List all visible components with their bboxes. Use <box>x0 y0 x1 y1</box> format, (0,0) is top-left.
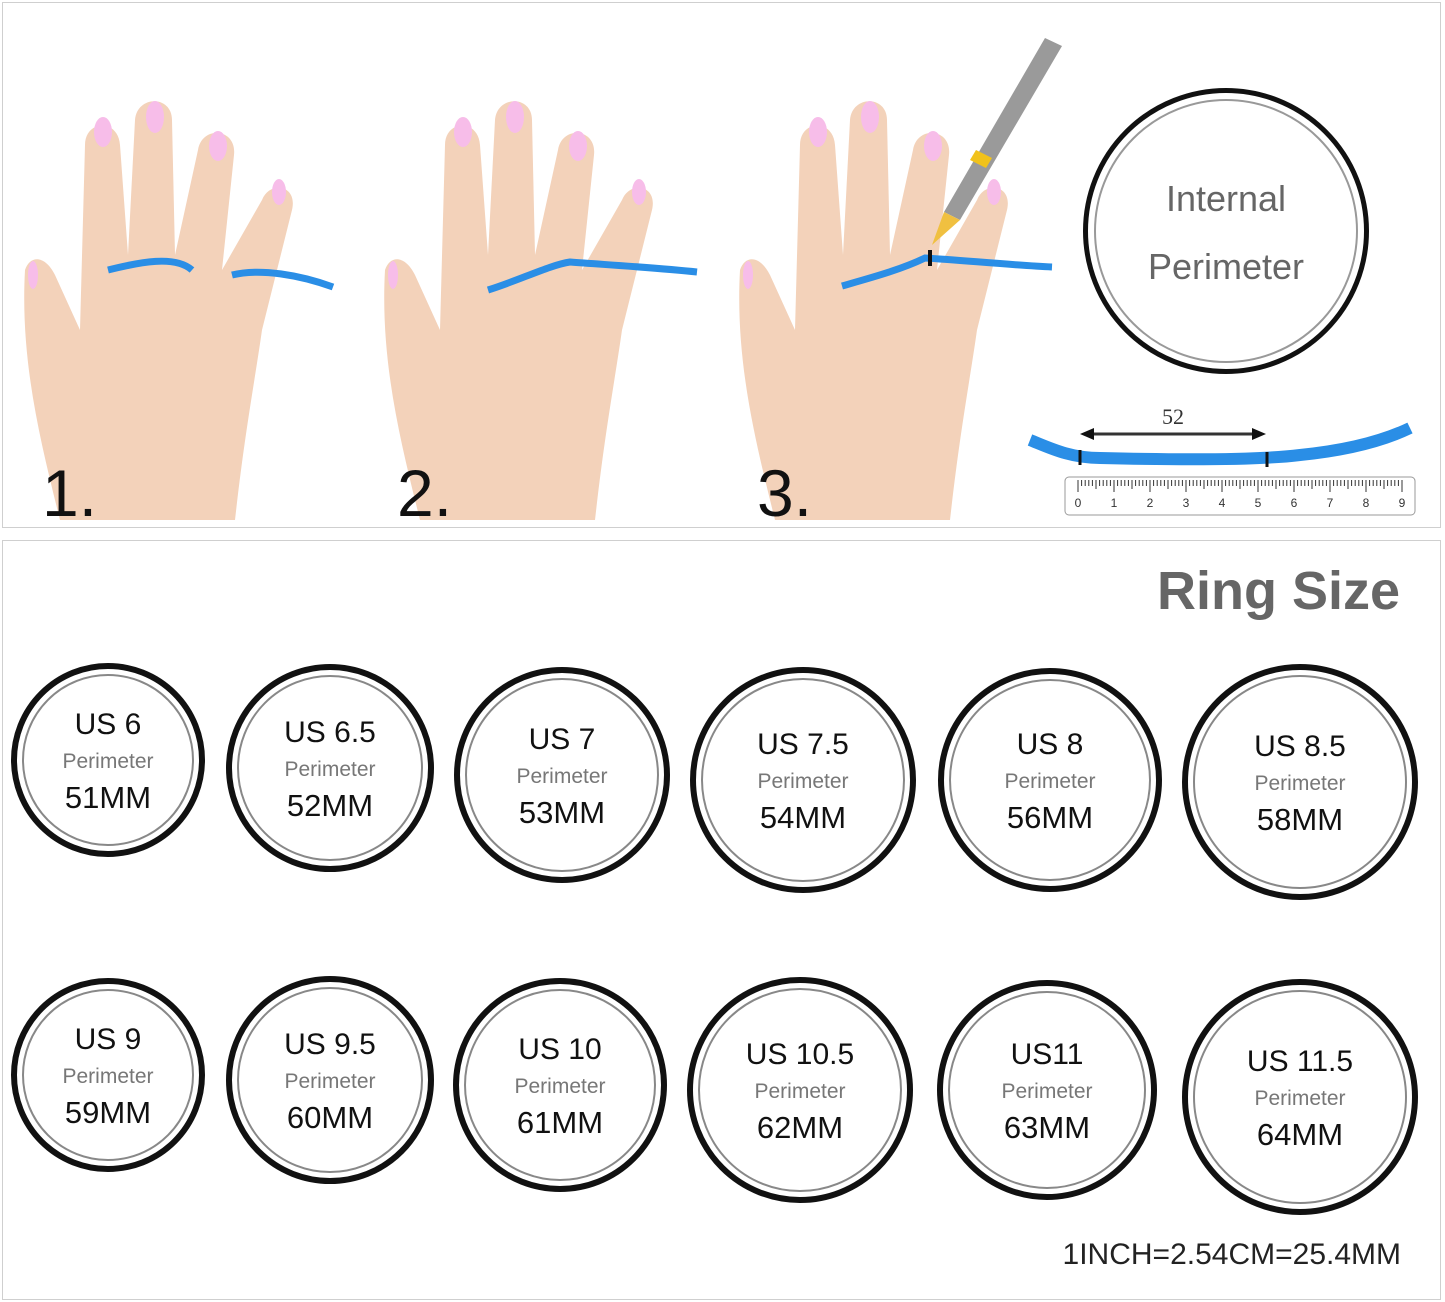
us-size-label: US 10 <box>518 1033 602 1066</box>
ring-size-circle: US11 Perimeter 63MM <box>937 980 1157 1200</box>
perimeter-label: Perimeter <box>514 1075 606 1098</box>
us-size-label: US 6.5 <box>284 716 376 749</box>
ruler-tick-label: 8 <box>1363 496 1370 510</box>
perimeter-label: Perimeter <box>1004 770 1096 793</box>
perimeter-label: Perimeter <box>62 750 154 773</box>
ruler-tick-label: 2 <box>1147 496 1154 510</box>
ruler-tick-label: 4 <box>1219 496 1226 510</box>
page-title: Ring Size <box>1156 561 1400 621</box>
ruler-tick-label: 9 <box>1399 496 1406 510</box>
ring-size-circle: US 6 Perimeter 51MM <box>11 663 205 857</box>
ruler <box>1064 476 1416 516</box>
perimeter-label: Perimeter <box>757 770 849 793</box>
internal-label: Internal <box>1165 178 1287 219</box>
ring-size-panel <box>2 540 1441 1300</box>
us-size-label: US 10.5 <box>745 1038 855 1071</box>
ruler-tick-label: 3 <box>1183 496 1190 510</box>
pen-icon <box>928 38 1062 266</box>
perimeter-mm: 64MM <box>1256 1117 1344 1152</box>
ruler-tick-label: 0 <box>1075 496 1082 510</box>
us-size-label: US11 <box>1010 1038 1084 1071</box>
perimeter-mm: 60MM <box>286 1100 374 1135</box>
step-3-label: 3. <box>757 456 813 530</box>
hands-illustration: 0 1 2 3 4 5 6 7 8 9 52 <box>24 38 1416 520</box>
tape-step-1 <box>107 257 335 291</box>
perimeter-mm: 58MM <box>1256 802 1344 837</box>
us-size-label: US 6 <box>74 708 142 741</box>
perimeter-mm: 52MM <box>286 788 374 823</box>
us-size-label: US 8.5 <box>1254 730 1346 763</box>
perimeter-mm: 56MM <box>1006 800 1094 835</box>
us-size-label: US 7 <box>528 723 596 756</box>
ring-size-circle: US 11.5 Perimeter 64MM <box>1182 979 1418 1215</box>
tape-measurement: 0 1 2 3 4 5 6 7 8 9 52 <box>1027 404 1416 516</box>
perimeter-label: Perimeter <box>284 758 376 781</box>
us-size-label: US 7.5 <box>757 728 849 761</box>
ring-size-circle: US 9 Perimeter 59MM <box>11 978 205 1172</box>
ring-size-circle: US 8 Perimeter 56MM <box>938 668 1162 892</box>
perimeter-label: Perimeter <box>1254 1087 1346 1110</box>
perimeter-mm: 51MM <box>64 780 152 815</box>
perimeter-mm: 62MM <box>756 1110 844 1145</box>
ring-size-circle: US 8.5 Perimeter 58MM <box>1182 664 1418 900</box>
measurement-value: 52 <box>1162 404 1184 429</box>
ruler-tick-label: 5 <box>1255 496 1262 510</box>
perimeter-label: Perimeter <box>284 1070 376 1093</box>
perimeter-mm: 63MM <box>1003 1110 1091 1145</box>
perimeter-label: Perimeter <box>754 1080 846 1103</box>
tape-step-2 <box>486 258 698 294</box>
ring-size-circle: US 7 Perimeter 53MM <box>454 667 670 883</box>
ring-size-circle: US 9.5 Perimeter 60MM <box>226 976 434 1184</box>
step-2-label: 2. <box>397 456 453 530</box>
hand-step-2 <box>384 101 698 520</box>
conversion-note: 1INCH=2.54CM=25.4MM <box>1062 1238 1401 1271</box>
ruler-tick-label: 1 <box>1111 496 1118 510</box>
step-1-label: 1. <box>42 456 98 530</box>
us-size-label: US 9.5 <box>284 1028 376 1061</box>
perimeter-label: Perimeter <box>62 1065 154 1088</box>
us-size-label: US 9 <box>74 1023 142 1056</box>
perimeter-mm: 59MM <box>64 1095 152 1130</box>
perimeter-label: Perimeter <box>1001 1080 1093 1103</box>
internal-perimeter-circle: Internal Perimeter <box>1083 88 1369 374</box>
perimeter-label: Perimeter <box>516 765 608 788</box>
perimeter-mm: 53MM <box>518 795 606 830</box>
ring-size-circle: US 10 Perimeter 61MM <box>453 978 667 1192</box>
perimeter-label: Perimeter <box>1254 772 1346 795</box>
us-size-label: US 8 <box>1016 728 1084 761</box>
perimeter-label: Perimeter <box>1147 246 1305 287</box>
us-size-label: US 11.5 <box>1246 1045 1354 1078</box>
hand-step-3 <box>739 38 1062 520</box>
ring-size-circle: US 10.5 Perimeter 62MM <box>687 977 913 1203</box>
tape-step-3 <box>841 254 1053 290</box>
ruler-tick-label: 6 <box>1291 496 1298 510</box>
ring-size-circle: US 7.5 Perimeter 54MM <box>690 667 916 893</box>
hand-step-1 <box>24 101 335 520</box>
perimeter-mm: 61MM <box>516 1105 604 1140</box>
perimeter-mm: 54MM <box>759 800 847 835</box>
ruler-tick-label: 7 <box>1327 496 1334 510</box>
ring-size-circle: US 6.5 Perimeter 52MM <box>226 664 434 872</box>
